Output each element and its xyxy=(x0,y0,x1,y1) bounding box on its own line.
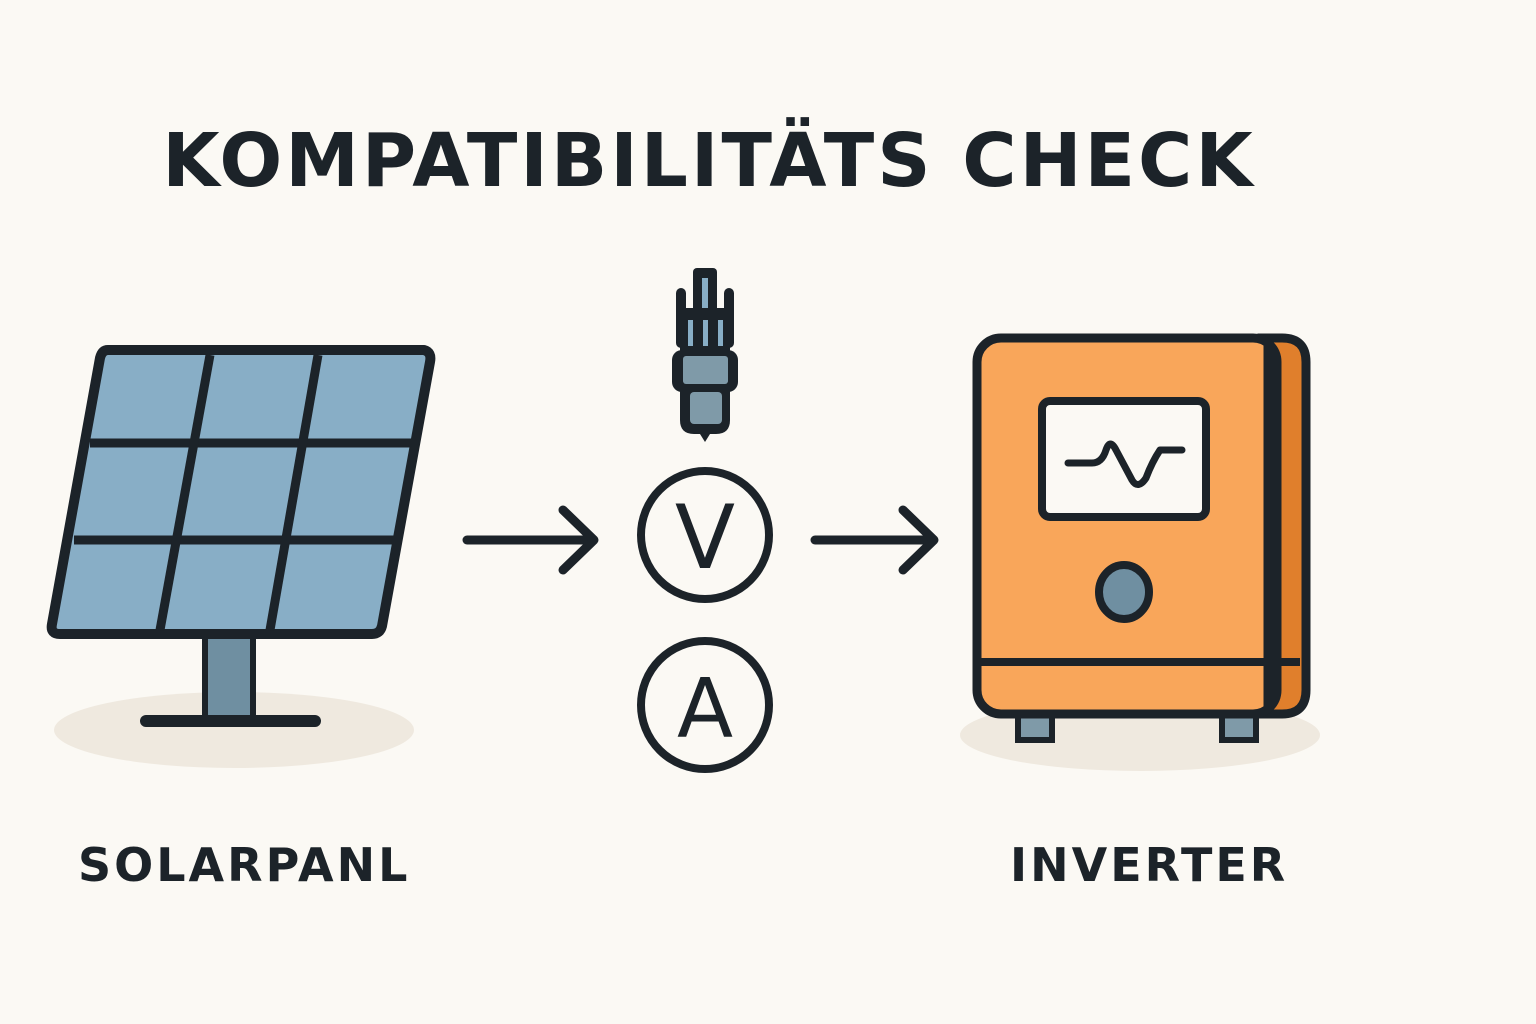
ammeter-icon xyxy=(637,637,773,773)
connector-plug-icon xyxy=(672,268,738,442)
current-symbol: A xyxy=(677,662,733,757)
page-title: KOMPATIBILITÄTS CHECK xyxy=(162,118,1256,204)
solar-panel-label: SOLARPANL xyxy=(78,838,411,892)
inverter-label: INVERTER xyxy=(1010,838,1289,892)
arrow-right-icon xyxy=(462,505,599,575)
voltmeter-icon xyxy=(637,467,773,603)
arrow-right-icon xyxy=(810,505,939,575)
solar-panel-icon xyxy=(46,345,436,768)
voltage-symbol: V xyxy=(675,486,735,589)
inverter-icon xyxy=(960,333,1320,771)
